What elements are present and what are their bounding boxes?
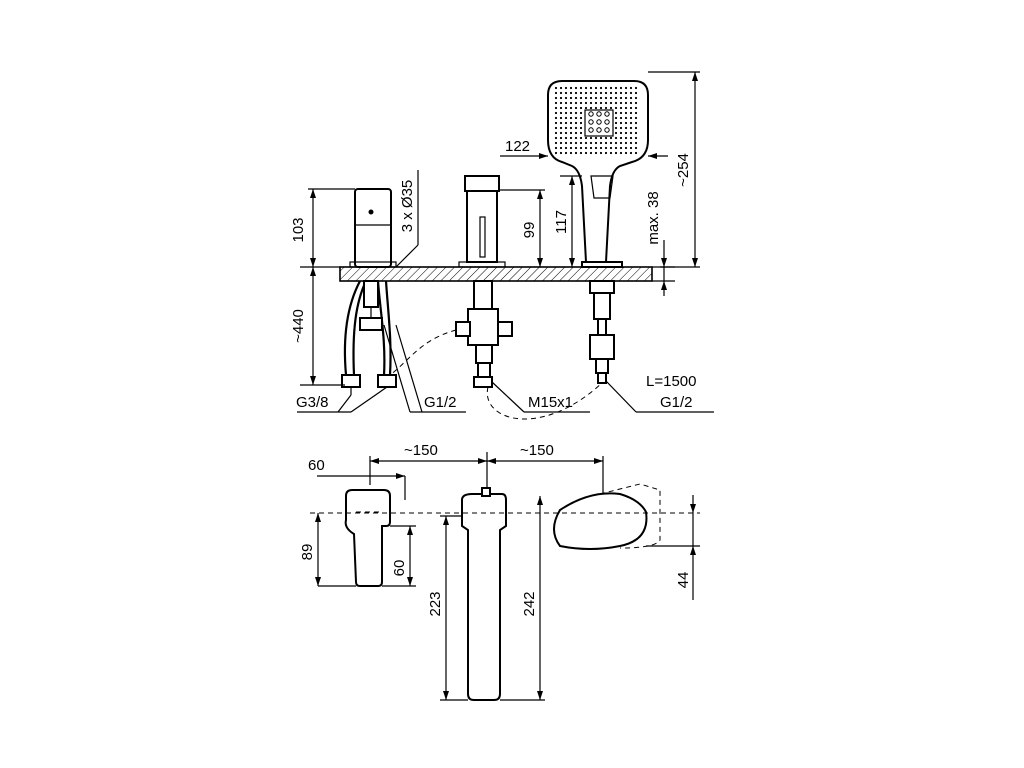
dim-440 — [300, 267, 345, 386]
label-440: ~440 — [290, 309, 307, 343]
dim-223 — [440, 515, 468, 701]
label-242: 242 — [521, 591, 538, 616]
label-117: 117 — [553, 210, 570, 234]
dim-60-side — [382, 525, 416, 587]
label-l1500: L=1500 — [646, 373, 696, 390]
hose-dashed — [389, 329, 457, 376]
label-m15: M15x1 — [528, 394, 573, 411]
mixer-handle — [349, 188, 397, 268]
handshower-plan — [553, 492, 648, 550]
label-g12-right: G1/2 — [660, 394, 693, 411]
label-plan-150-right: ~150 — [520, 442, 554, 459]
label-254: ~254 — [675, 153, 692, 187]
dim-plan-top — [317, 452, 604, 500]
label-plan-60-side: 60 — [391, 560, 408, 577]
mixer-hoses — [341, 280, 397, 388]
plan-view: ~150 ~150 60 89 60 — [299, 442, 700, 701]
label-g12-left: G1/2 — [424, 394, 457, 411]
handle-plan — [344, 489, 391, 587]
label-122: 122 — [505, 138, 530, 155]
dim-254 — [648, 71, 700, 268]
dim-89 — [315, 513, 356, 587]
label-g38: G3/8 — [296, 394, 329, 411]
dim-max38 — [652, 240, 675, 296]
diverter-valve — [455, 280, 513, 388]
label-89: 89 — [299, 544, 316, 561]
spout-plan — [461, 493, 507, 701]
dim-44 — [646, 495, 700, 600]
deck-slab — [339, 266, 653, 282]
label-max38: max. 38 — [645, 191, 662, 244]
label-plan-150-left: ~150 — [404, 442, 438, 459]
hand-shower — [547, 80, 649, 263]
spout-body — [458, 175, 506, 268]
label-holes: 3 x Ø35 — [399, 180, 416, 233]
dim-242 — [500, 496, 545, 701]
elevation-view: 103 ~440 3 x Ø35 99 117 — [290, 71, 714, 420]
shower-nozzles — [554, 86, 638, 155]
dim-103 — [300, 188, 355, 268]
label-44: 44 — [675, 572, 692, 589]
label-99: 99 — [521, 222, 538, 239]
label-223: 223 — [427, 591, 444, 616]
label-103: 103 — [290, 217, 307, 242]
dim-99-117 — [499, 175, 582, 267]
dim-122 — [500, 153, 668, 159]
label-plan-60-top: 60 — [308, 457, 325, 474]
